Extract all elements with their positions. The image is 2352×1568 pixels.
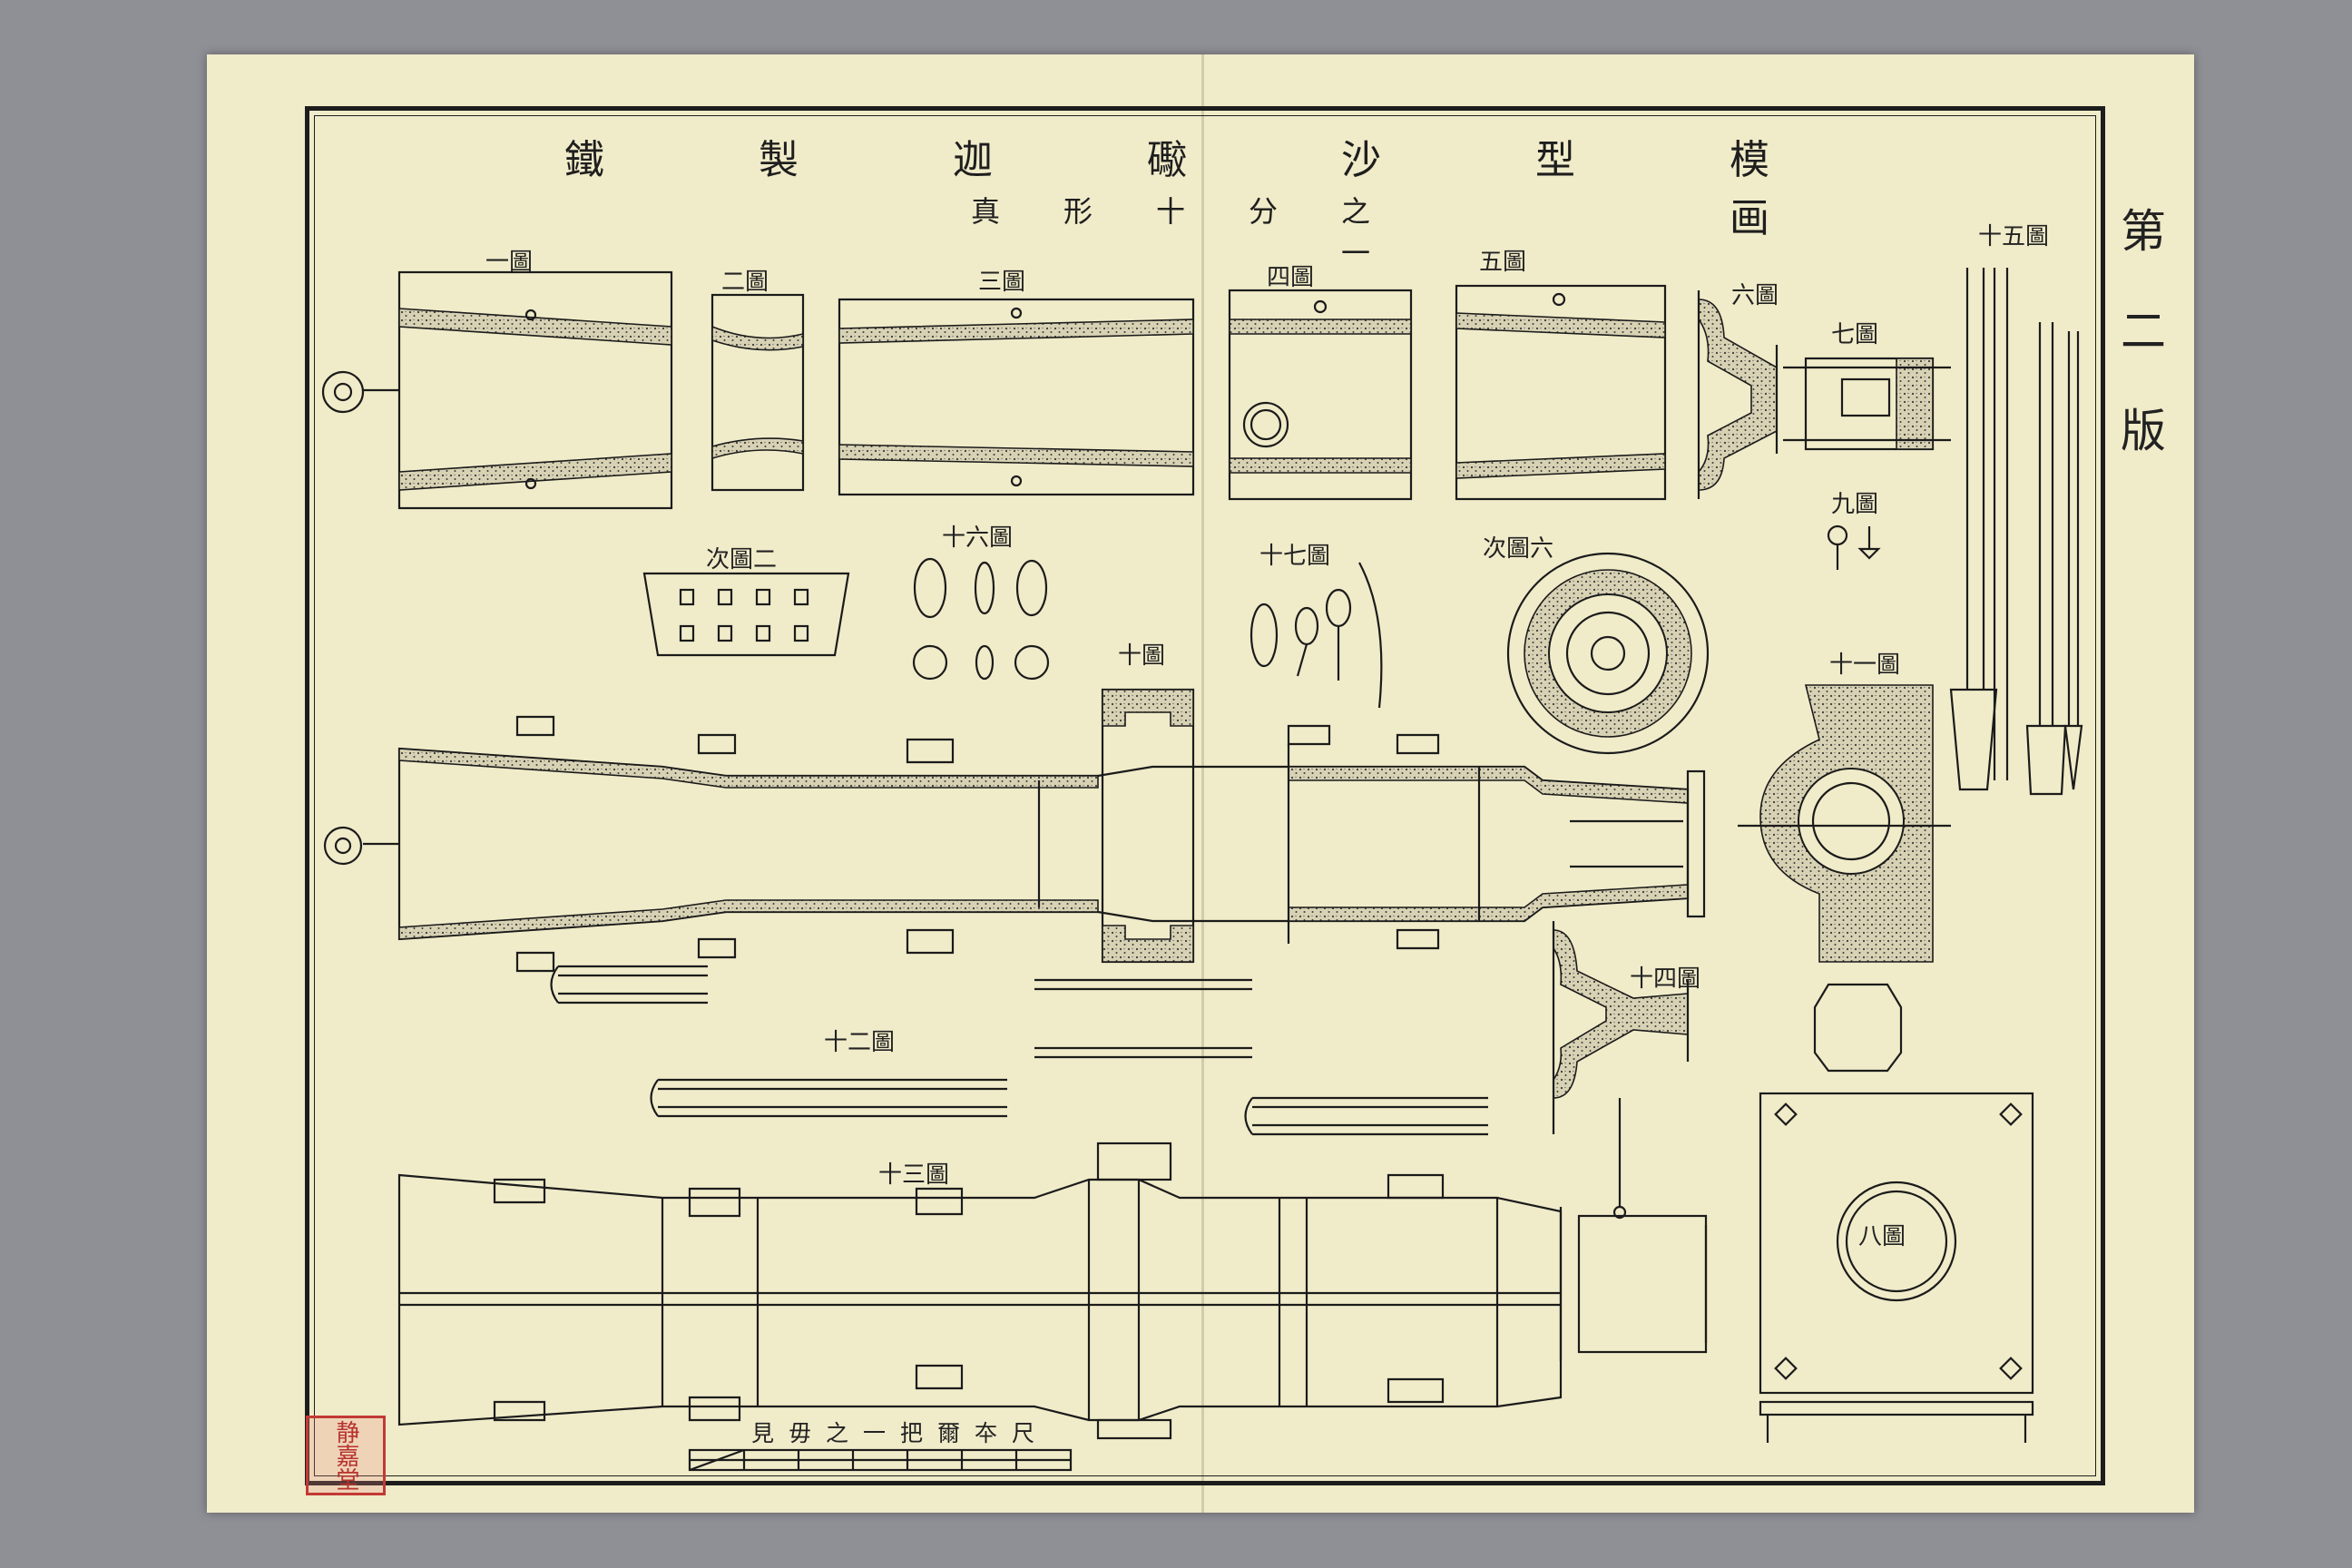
figure-label-5: 五圖 bbox=[1479, 249, 1527, 276]
figure-6b-drawing bbox=[1506, 552, 1710, 755]
figure-label-2b: 次圖二 bbox=[706, 546, 778, 573]
figure-label-4: 四圖 bbox=[1267, 264, 1315, 291]
figure-8-drawing bbox=[1759, 1092, 2034, 1443]
figure-15-drawing bbox=[1949, 268, 2083, 796]
figure-label-7: 七圖 bbox=[1831, 321, 1879, 348]
plate-title: 鐵製迦礮沙型模画 bbox=[544, 127, 1924, 243]
figure-12-drawing bbox=[550, 965, 1488, 1136]
figure-label-9: 九圖 bbox=[1831, 491, 1879, 518]
figure-label-6: 六圖 bbox=[1731, 282, 1779, 309]
figure-label-17: 十七圖 bbox=[1259, 543, 1331, 570]
figure-6-drawing bbox=[1697, 290, 1779, 499]
figure-1-drawing bbox=[321, 270, 673, 510]
figure-label-2: 二圖 bbox=[721, 269, 769, 296]
seal-text: 静嘉堂 bbox=[332, 1420, 359, 1491]
figure-3-drawing bbox=[838, 298, 1195, 496]
figure-label-12: 十二圖 bbox=[824, 1029, 896, 1056]
figure-label-6b: 次圖六 bbox=[1483, 535, 1554, 563]
plate-border-inner bbox=[314, 115, 2096, 1476]
figure-label-16: 十六圖 bbox=[942, 524, 1014, 552]
plate-number-label: 第二版 bbox=[2113, 207, 2166, 506]
scale-bar bbox=[688, 1448, 1073, 1472]
figure-9-drawing bbox=[1827, 524, 1881, 570]
figure-11-drawing bbox=[1738, 684, 1951, 963]
figure-label-8: 八圖 bbox=[1858, 1223, 1906, 1250]
figure-4-drawing bbox=[1228, 289, 1413, 501]
figure-label-15: 十五圖 bbox=[1978, 223, 2050, 250]
figure-label-11: 十一圖 bbox=[1829, 652, 1901, 679]
figure-label-13: 十三圖 bbox=[878, 1161, 950, 1189]
figure-7-drawing bbox=[1783, 357, 1951, 451]
figure-13-drawing bbox=[397, 1142, 1708, 1440]
figure-label-10: 十圖 bbox=[1118, 642, 1166, 670]
figure-label-3: 三圖 bbox=[978, 269, 1026, 296]
library-seal: 静嘉堂 bbox=[306, 1416, 386, 1495]
center-fold bbox=[1201, 54, 1204, 1513]
plate-border-outer bbox=[305, 106, 2105, 1485]
plate-subtitle-text: 真形十分之一 bbox=[970, 194, 1434, 270]
figure-2-drawing bbox=[710, 293, 805, 492]
figure-16-drawing bbox=[912, 557, 1050, 681]
figure-2b-drawing bbox=[642, 572, 850, 657]
plate-title-text: 鐵製迦礮沙型模画 bbox=[564, 137, 1924, 241]
figure-17-drawing bbox=[1250, 562, 1383, 709]
plate-subtitle: 真形十分之一 bbox=[944, 189, 1434, 272]
figure-14-drawing bbox=[1552, 921, 1690, 1220]
main-assembly-section bbox=[323, 688, 1706, 973]
scale-caption: 見毋之一把爾夲尺 bbox=[751, 1420, 1050, 1446]
figure-5-drawing bbox=[1455, 284, 1667, 501]
figure-11b-drawing bbox=[1813, 983, 1903, 1073]
